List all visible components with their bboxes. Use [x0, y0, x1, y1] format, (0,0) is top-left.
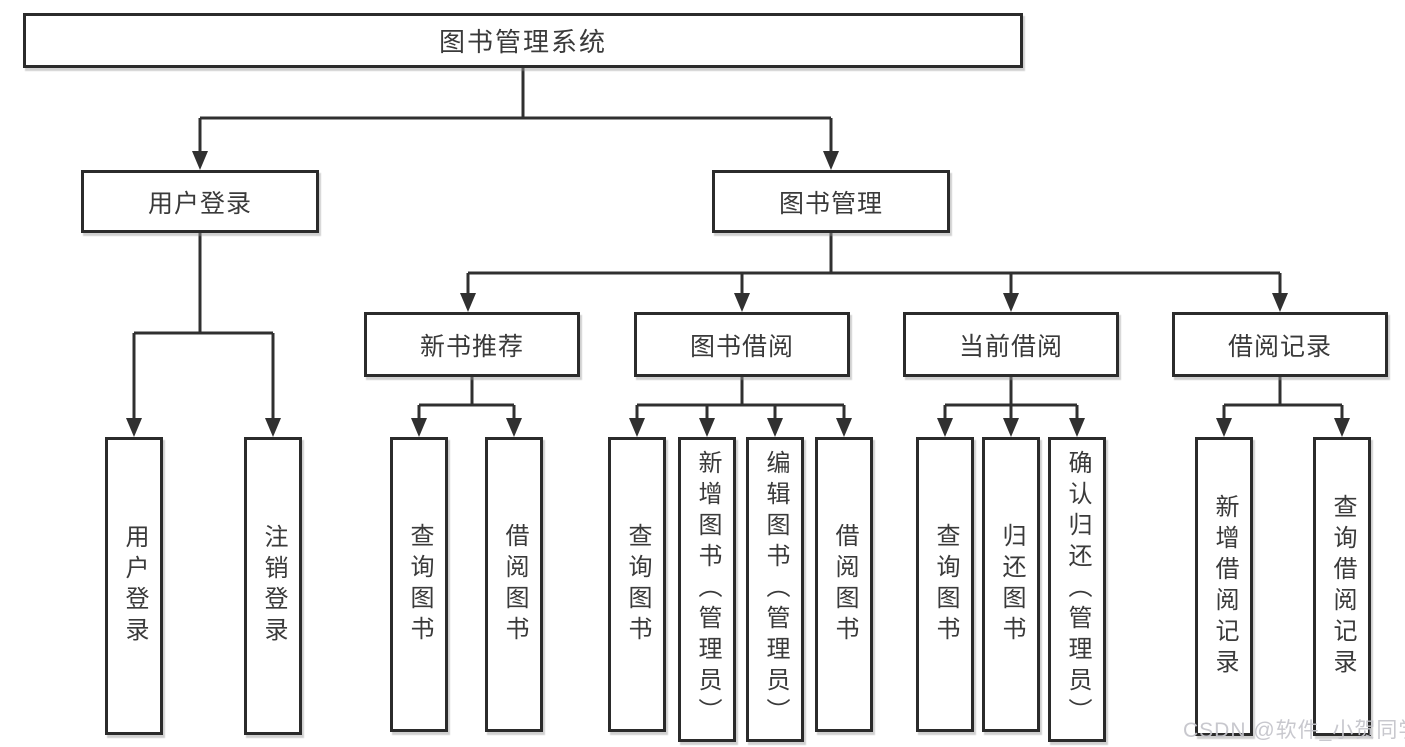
leaf-recommend-query-books-label: 查询图书 — [406, 522, 433, 647]
arrow-icon — [126, 418, 142, 437]
node-borrow-records: 借阅记录 — [1172, 312, 1388, 377]
leaf-current-return-books: 归还图书 — [982, 437, 1040, 732]
arrow-icon — [1003, 293, 1019, 312]
leaf-current-return-books-label: 归还图书 — [998, 522, 1025, 647]
arrow-icon — [836, 418, 852, 437]
leaf-borrow-borrow-books: 借阅图书 — [815, 437, 873, 732]
arrow-icon — [937, 418, 953, 437]
connector-book-branch — [466, 233, 1282, 294]
arrow-icon — [411, 418, 427, 437]
leaf-logout-label: 注销登录 — [260, 524, 287, 648]
leaf-records-add-record: 新增借阅记录 — [1195, 437, 1253, 736]
leaf-logout: 注销登录 — [244, 437, 302, 735]
node-borrow-records-label: 借阅记录 — [1227, 332, 1332, 361]
node-user-login: 用户登录 — [81, 170, 319, 233]
node-user-login-label: 用户登录 — [147, 189, 252, 218]
node-book-borrow-label: 图书借阅 — [689, 332, 794, 361]
arrow-icon — [1003, 418, 1019, 437]
leaf-records-query-record: 查询借阅记录 — [1313, 437, 1371, 736]
arrow-icon — [506, 418, 522, 437]
arrow-icon — [767, 418, 783, 437]
leaf-borrow-query-books-label: 查询图书 — [624, 522, 651, 647]
node-root-label: 图书管理系统 — [438, 27, 607, 57]
arrow-icon — [629, 418, 645, 437]
node-book-management-label: 图书管理 — [778, 189, 883, 218]
leaf-recommend-borrow-books-label: 借阅图书 — [501, 522, 528, 647]
connector-current-children — [943, 377, 1079, 419]
arrow-icon — [1216, 418, 1232, 437]
leaf-recommend-borrow-books: 借阅图书 — [485, 437, 543, 732]
connector-root-to-level2 — [198, 68, 833, 152]
connector-records-children — [1222, 377, 1344, 419]
leaf-records-add-record-label: 新增借阅记录 — [1211, 493, 1238, 680]
leaf-current-query-books-label: 查询图书 — [932, 522, 959, 647]
leaf-current-query-books: 查询图书 — [916, 437, 974, 732]
node-new-book-recommend-label: 新书推荐 — [419, 332, 524, 361]
arrow-icon — [1272, 293, 1288, 312]
leaf-user-login-label: 用户登录 — [121, 524, 148, 648]
node-book-borrow: 图书借阅 — [634, 312, 850, 377]
leaf-borrow-borrow-books-label: 借阅图书 — [831, 522, 858, 647]
node-root: 图书管理系统 — [23, 13, 1023, 68]
arrow-icon — [192, 151, 208, 170]
arrow-icon — [1069, 418, 1085, 437]
arrow-icon — [460, 293, 476, 312]
arrow-icon — [1334, 418, 1350, 437]
leaf-borrow-edit-books-admin-label: 编辑图书（管理员） — [762, 450, 789, 729]
arrow-icon — [734, 293, 750, 312]
connector-user-branch — [132, 233, 275, 419]
leaf-recommend-query-books: 查询图书 — [390, 437, 448, 732]
node-new-book-recommend: 新书推荐 — [364, 312, 580, 377]
leaf-user-login: 用户登录 — [105, 437, 163, 735]
leaf-borrow-query-books: 查询图书 — [608, 437, 666, 732]
node-current-borrow-label: 当前借阅 — [958, 332, 1063, 361]
leaf-borrow-edit-books-admin: 编辑图书（管理员） — [746, 437, 804, 742]
leaf-current-confirm-return-admin-label: 确认归还（管理员） — [1064, 450, 1091, 729]
arrow-icon — [823, 151, 839, 170]
arrowheads — [126, 151, 1350, 437]
arrow-icon — [699, 418, 715, 437]
node-book-management: 图书管理 — [712, 170, 950, 233]
watermark: CSDN @软件_小贺同学 — [1183, 719, 1405, 742]
leaf-current-confirm-return-admin: 确认归还（管理员） — [1048, 437, 1106, 742]
node-current-borrow: 当前借阅 — [903, 312, 1119, 377]
leaf-borrow-add-books-admin-label: 新增图书（管理员） — [694, 450, 721, 729]
connector-borrow-children — [635, 377, 846, 419]
leaf-borrow-add-books-admin: 新增图书（管理员） — [678, 437, 736, 742]
connector-recommend-children — [417, 377, 516, 419]
leaf-records-query-record-label: 查询借阅记录 — [1329, 493, 1356, 680]
arrow-icon — [265, 418, 281, 437]
